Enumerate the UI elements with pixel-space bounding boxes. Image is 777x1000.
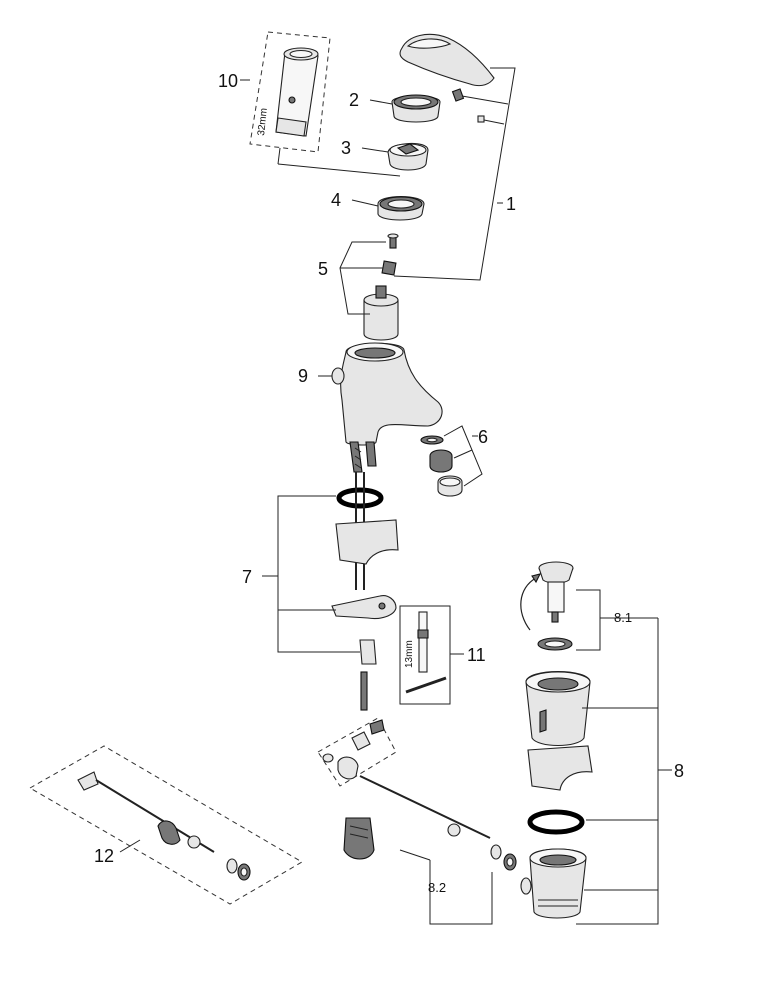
callout-9: 9 [298, 366, 308, 386]
callout-7: 7 [242, 567, 252, 587]
callout-11: 11 [467, 645, 486, 665]
lever-handle [399, 33, 495, 123]
callout-2: 2 [349, 90, 359, 110]
callout-1: 1 [506, 194, 516, 214]
cartridge-assembly [363, 233, 399, 341]
callout-6: 6 [478, 427, 488, 447]
callout-12: 12 [94, 846, 114, 866]
wrench-32mm-tool: 32mm [249, 31, 331, 153]
callout-8-2: 8.2 [428, 880, 446, 895]
popup-rod-set [28, 745, 303, 905]
popup-linkage [317, 717, 517, 871]
callout-8-1: 8.1 [614, 610, 632, 625]
wrench-13mm-label: 13mm [404, 640, 415, 668]
drain-body [520, 670, 593, 919]
callout-8: 8 [674, 761, 684, 781]
callout-5: 5 [318, 259, 328, 279]
callout-4: 4 [331, 190, 341, 210]
wrench-13mm-tool: 13mm [399, 605, 451, 705]
aerator-set [420, 435, 463, 497]
faucet-body [331, 342, 443, 473]
callout-10: 10 [218, 71, 238, 91]
cap-ring [391, 94, 441, 123]
stopper [520, 561, 574, 651]
callout-3: 3 [341, 138, 351, 158]
mounting-set [331, 472, 399, 711]
top-insert [387, 142, 429, 171]
retaining-nut [377, 196, 425, 221]
wrench-32mm-label: 32mm [256, 108, 270, 137]
